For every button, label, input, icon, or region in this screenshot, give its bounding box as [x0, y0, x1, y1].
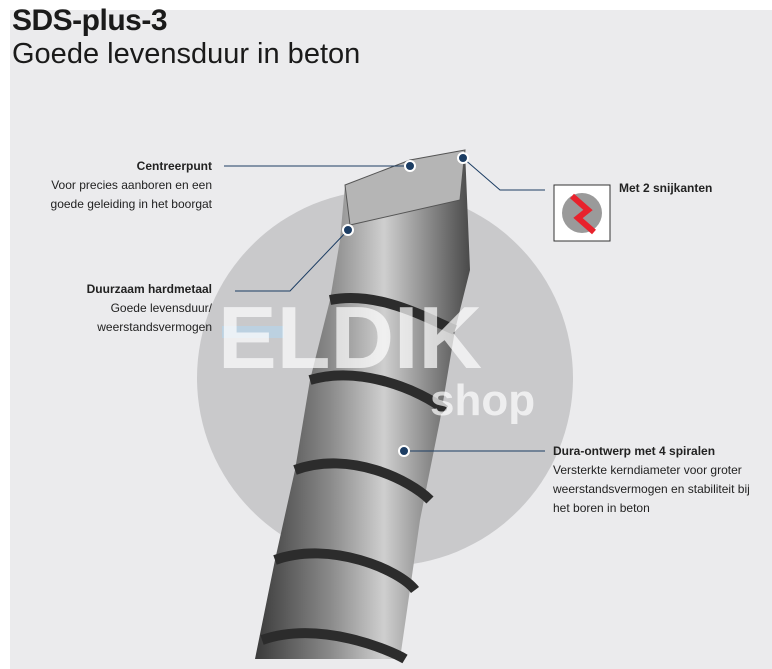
callout-centreerpunt: Centreerpunt Voor precies aanboren en ee… [51, 157, 212, 214]
drill-tip [344, 149, 466, 226]
callout-text: Voor precies aanboren en een [51, 178, 212, 192]
page-title: SDS-plus-3 [12, 4, 168, 37]
callout-text: weerstandsvermogen en stabiliteit bij [553, 482, 750, 496]
watermark-logo: ELDIK [218, 288, 482, 387]
drill-body [255, 150, 470, 659]
callout-title: Centreerpunt [136, 159, 212, 173]
callout-text: goede geleiding in het boorgat [50, 197, 212, 211]
callout-text: weerstandsvermogen [97, 320, 212, 334]
callout-hardmetaal: Duurzaam hardmetaal Goede levensduur/ we… [87, 280, 212, 337]
callout-text: Goede levensduur/ [110, 301, 212, 315]
callout-title: Duurzaam hardmetaal [86, 282, 212, 296]
callout-dots [342, 152, 469, 457]
callout-title: Dura-ontwerp met 4 spiralen [553, 444, 716, 458]
callout-title: Met 2 snijkanten [619, 181, 713, 195]
callout-snijkanten: Met 2 snijkanten [619, 179, 712, 198]
callout-text: Versterkte kerndiameter voor groter [553, 463, 742, 477]
page-subtitle: Goede levensduur in beton [12, 38, 361, 70]
callout-spiralen: Dura-ontwerp met 4 spiralen Versterkte k… [553, 442, 750, 518]
drill-spirals [260, 293, 457, 664]
callout-lines [224, 157, 545, 452]
callout-text: het boren in beton [553, 501, 650, 515]
watermark-accent [222, 326, 284, 338]
cutter-icon [553, 184, 611, 242]
watermark-suffix: shop [430, 376, 535, 425]
